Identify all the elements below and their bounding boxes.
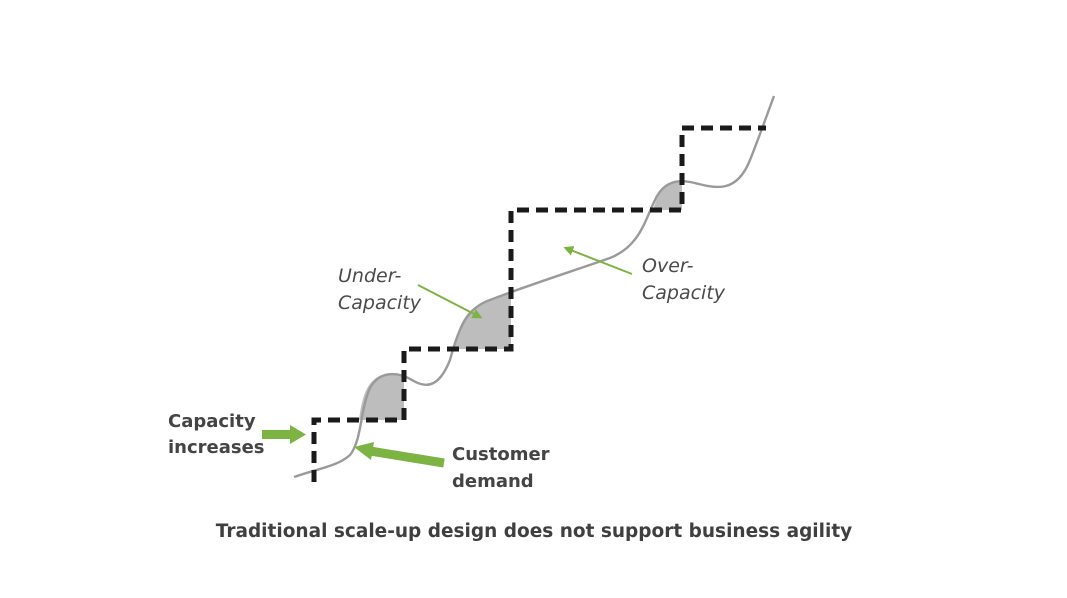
under-capacity-arrow — [417, 284, 483, 319]
customer-demand-arrow — [354, 442, 445, 468]
under-capacity-region-1 — [359, 373, 404, 420]
customer-demand-label: Customer demand — [452, 444, 556, 492]
capacity-increases-label: Capacity increases — [168, 411, 265, 458]
capacity-increases-arrow — [262, 425, 306, 444]
under-capacity-region-2 — [455, 291, 511, 349]
over-capacity-label: Over- Capacity — [642, 255, 726, 304]
under-capacity-label: Under- Capacity — [338, 265, 422, 314]
over-capacity-arrow — [563, 246, 633, 275]
under-capacity-region-3 — [653, 182, 682, 210]
capacity-step-line — [311, 125, 766, 482]
diagram-caption: Traditional scale-up design does not sup… — [216, 521, 853, 542]
